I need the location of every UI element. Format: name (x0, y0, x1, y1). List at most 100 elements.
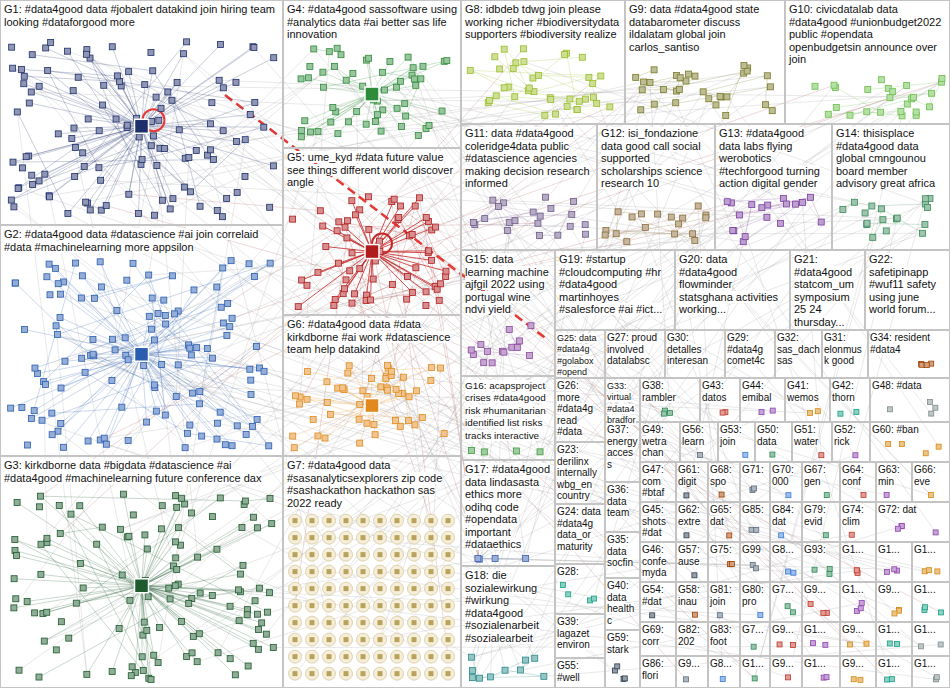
vertex (935, 569, 940, 574)
vertex (139, 654, 145, 660)
vertex (352, 212, 358, 218)
group-label: G21: #data4good statcom_um symposium 25 … (794, 253, 854, 328)
vertex (536, 233, 542, 239)
intra-group-edge (34, 263, 270, 411)
intra-group-edge (142, 586, 236, 675)
inter-group-edge (346, 209, 843, 605)
vertex (320, 69, 326, 75)
vertex (165, 89, 171, 95)
vertex (880, 217, 886, 223)
vertex (169, 97, 175, 103)
group-box: G6: #data4good data #data kirkdborne #ai… (283, 315, 461, 456)
group-label: G43: datos (702, 380, 726, 403)
vertex (57, 314, 63, 320)
vertex (328, 119, 334, 125)
vertex (293, 393, 299, 399)
group-box: G8: idbdeb tdwg join please working rich… (461, 0, 625, 124)
vertex (598, 73, 604, 79)
group-box: G66: eve (912, 462, 950, 502)
inter-group-edge (72, 138, 178, 584)
vertex (57, 531, 63, 537)
intra-group-edge (616, 224, 678, 234)
vertex (204, 346, 210, 352)
vertex (224, 196, 230, 202)
vertex (490, 197, 496, 203)
vertex (28, 89, 34, 95)
vertex (344, 235, 350, 241)
vertex (109, 377, 115, 383)
intra-group-edge (142, 126, 237, 141)
vertex (162, 313, 168, 319)
intra-group-edges (11, 42, 942, 680)
vertex (425, 650, 438, 663)
vertex (109, 44, 115, 50)
vertex (706, 96, 712, 102)
inter-group-edge (703, 92, 938, 447)
inter-group-edge (185, 352, 487, 448)
intra-group-edge (68, 126, 142, 213)
vertex (884, 569, 889, 574)
vertex (928, 90, 934, 96)
vertex (360, 388, 366, 394)
vertex (23, 154, 29, 160)
vertex (289, 582, 302, 595)
intra-group-edge (172, 100, 200, 206)
vertex (512, 218, 518, 224)
intra-group-edge (142, 586, 254, 644)
vertex (48, 39, 54, 45)
vertex (10, 159, 16, 165)
vertex (567, 96, 573, 102)
intra-group-edge (331, 68, 413, 122)
vertex (751, 644, 756, 649)
vertex (109, 668, 115, 674)
vertex (121, 491, 127, 497)
vertex (19, 405, 25, 411)
vertex (408, 582, 421, 595)
vertex (219, 214, 225, 220)
vertex (413, 265, 419, 271)
vertex (80, 150, 86, 156)
group-box: G67: gen (802, 462, 840, 502)
vertex (340, 650, 353, 663)
vertex (741, 63, 747, 69)
hub-vertex (135, 119, 149, 133)
vertex (167, 596, 173, 602)
group-label: G45: shots #dat (642, 504, 666, 538)
vertex (298, 134, 304, 140)
group-box: G7... (770, 582, 802, 622)
vertex (854, 409, 859, 414)
vertex (790, 610, 795, 615)
vertex (660, 87, 666, 93)
vertex (124, 277, 130, 283)
vertex (749, 527, 754, 532)
vertex (338, 52, 344, 58)
group-box: G1... (802, 656, 840, 688)
vertex (391, 582, 404, 595)
vertex (16, 667, 22, 673)
vertex (336, 219, 342, 225)
intra-group-edge (11, 354, 142, 408)
vertex (289, 616, 302, 629)
vertex (310, 417, 316, 423)
group-box: G1... (876, 622, 912, 656)
vertex (214, 284, 220, 290)
vertex (825, 111, 831, 117)
inter-group-edge (295, 238, 347, 606)
vertex (423, 215, 429, 221)
vertex (31, 408, 37, 414)
intra-group-edge (47, 277, 142, 355)
intra-group-edge (71, 514, 268, 612)
intra-group-edge (301, 94, 372, 137)
vertex (895, 526, 900, 531)
vertex (263, 631, 269, 637)
vertex (323, 599, 336, 612)
vertex (209, 355, 215, 361)
vertex (506, 327, 512, 333)
intra-group-edge (15, 550, 142, 585)
group-box: G63: min (876, 462, 912, 502)
vertex (315, 433, 321, 439)
intra-group-edge (11, 146, 151, 200)
vertex (357, 514, 370, 527)
group-label: G80: pro (742, 584, 764, 607)
group-box: G35: data socfin (605, 532, 640, 578)
